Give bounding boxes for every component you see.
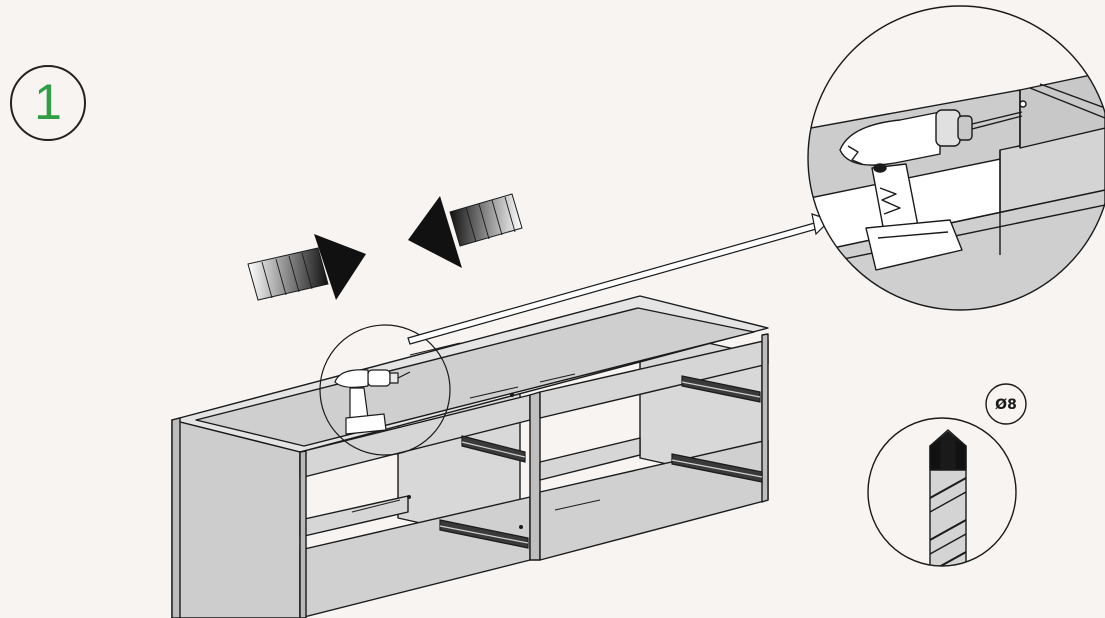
step-number: 1 xyxy=(34,74,62,130)
step-number-badge: 1 xyxy=(10,65,86,141)
left-side-panel xyxy=(171,419,301,618)
drill-bit-icon xyxy=(929,429,967,566)
detail-callout-circle xyxy=(319,324,451,456)
detail-callout-arrow-icon xyxy=(407,213,832,345)
bit-size-label: Ø8 xyxy=(995,397,1017,413)
drill-bit-detail: Ø8 xyxy=(867,383,1027,567)
right-side-panel-edge xyxy=(761,333,769,503)
top-opening xyxy=(195,307,755,447)
drill-detail-zoom xyxy=(807,5,1105,311)
cabinet-carcass xyxy=(171,295,769,618)
right-lower-rail xyxy=(539,437,641,481)
front-post xyxy=(299,450,307,618)
push-left-arrow-icon xyxy=(408,193,523,268)
drawer-runners xyxy=(439,375,763,549)
drill-icon xyxy=(334,369,411,435)
push-right-arrow-icon xyxy=(247,234,366,301)
bit-size-badge xyxy=(985,383,1027,425)
middle-divider xyxy=(529,391,541,561)
